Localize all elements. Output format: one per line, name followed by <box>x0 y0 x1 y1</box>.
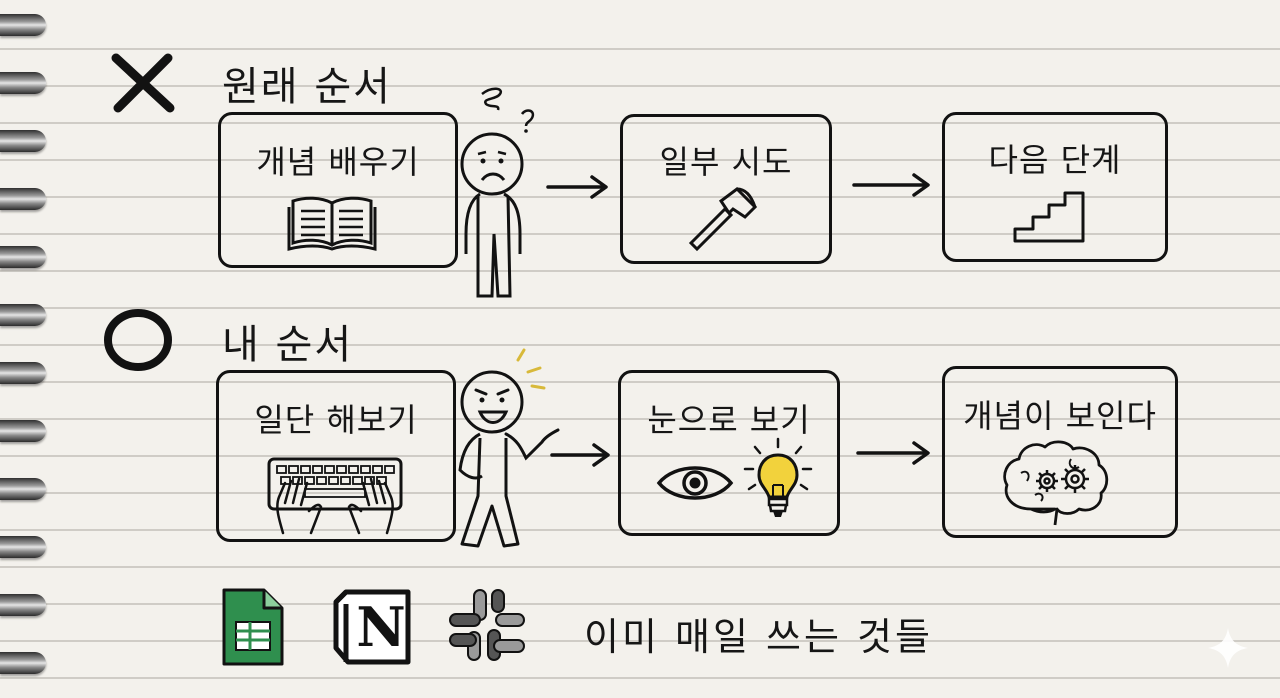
spiral-ring <box>0 14 46 36</box>
sparkle-icon <box>1208 628 1248 668</box>
slack-icon <box>449 589 525 661</box>
step-box-concept-appears: 개념이 보인다 <box>942 366 1178 538</box>
notion-letter: N <box>356 595 406 659</box>
step-box-next-step: 다음 단계 <box>942 112 1168 262</box>
eye-icon <box>656 466 734 500</box>
spiral-binding <box>0 0 48 698</box>
spiral-ring <box>0 420 46 442</box>
open-book-icon <box>287 196 377 251</box>
step-label: 다음 단계 <box>988 141 1122 179</box>
footer-caption: 이미 매일 쓰는 것들 <box>584 615 933 659</box>
step-box-see-it: 눈으로 보기 <box>618 370 840 536</box>
hammer-icon <box>688 187 758 252</box>
step-box-just-try: 일단 해보기 <box>216 370 456 542</box>
lightbulb-icon <box>743 437 813 517</box>
arrow-right-icon <box>852 173 930 197</box>
arrow-right-icon <box>546 175 608 199</box>
google-sheets-icon <box>222 588 284 666</box>
spiral-ring <box>0 304 46 326</box>
wrong-order-heading: 원래 순서 <box>222 64 392 110</box>
keyboard-hands-icon <box>267 457 403 535</box>
arrow-right-icon <box>550 443 610 467</box>
spiral-ring <box>0 362 46 384</box>
my-order-heading: 내 순서 <box>222 322 354 368</box>
spiral-ring <box>0 594 46 616</box>
stairs-icon <box>1013 191 1085 243</box>
spiral-ring <box>0 130 46 152</box>
spiral-ring <box>0 536 46 558</box>
step-label: 개념 배우기 <box>256 143 420 181</box>
spiral-ring <box>0 188 46 210</box>
x-mark-icon <box>111 53 175 113</box>
step-label: 개념이 보인다 <box>963 397 1157 435</box>
brain-gears-icon <box>1003 440 1109 526</box>
step-label: 눈으로 보기 <box>647 401 811 439</box>
step-box-partial-try: 일부 시도 <box>620 114 832 264</box>
step-box-learn-concept: 개념 배우기 <box>218 112 458 268</box>
step-label: 일부 시도 <box>659 143 793 181</box>
step-label: 일단 해보기 <box>254 401 418 439</box>
circle-mark-icon <box>104 309 172 371</box>
spiral-ring <box>0 652 46 674</box>
spiral-ring <box>0 246 46 268</box>
confused-person-icon <box>460 87 535 298</box>
arrow-right-icon <box>856 441 930 465</box>
notion-icon: N <box>332 588 412 666</box>
spiral-ring <box>0 478 46 500</box>
happy-person-icon <box>458 348 560 548</box>
spiral-ring <box>0 72 46 94</box>
